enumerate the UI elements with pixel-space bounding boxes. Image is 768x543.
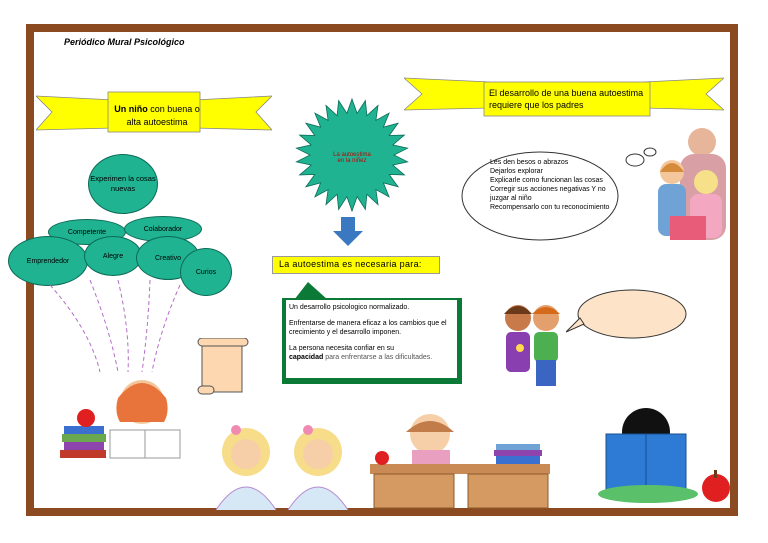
twin-girls-illustration	[215, 425, 349, 510]
scroll-icon	[197, 338, 249, 395]
kids-waving-illustration	[504, 305, 560, 386]
page-title: Periódico Mural Psicológico	[64, 37, 185, 47]
thought-cloud	[461, 147, 657, 241]
star-text: La autoestima en la niñez	[333, 152, 371, 164]
left-ribbon	[36, 91, 272, 133]
callout-label: La autoestima es necesaria para:	[272, 256, 440, 274]
balloon-strings	[49, 280, 181, 373]
ellipse-curios: Curios	[180, 248, 232, 296]
family-reading-illustration	[658, 128, 726, 240]
ellipse-experimentar: Experimen la cosas nuevas	[88, 154, 158, 214]
info-box: Un desarrollo psicologico normalizado. E…	[286, 300, 457, 378]
down-arrow-icon	[333, 217, 363, 246]
girl-at-desk-illustration	[370, 414, 550, 509]
thought-text: Les den besos o abrazos Dejarlos explora…	[490, 159, 610, 211]
right-ribbon-text: El desarrollo de una buena autoestima re…	[489, 88, 644, 110]
star-burst	[295, 97, 409, 213]
speech-bubble	[566, 289, 687, 339]
girl-reading-illustration	[60, 380, 181, 459]
callout-pointer	[294, 282, 328, 300]
ellipse-alegre: Alegre	[84, 236, 142, 276]
right-ribbon	[404, 77, 724, 117]
ellipse-emprendedor: Emprendedor	[8, 236, 88, 286]
left-ribbon-text: Un niño con buena o alta autoestima	[114, 104, 200, 127]
boy-reading-illustration	[598, 408, 730, 503]
